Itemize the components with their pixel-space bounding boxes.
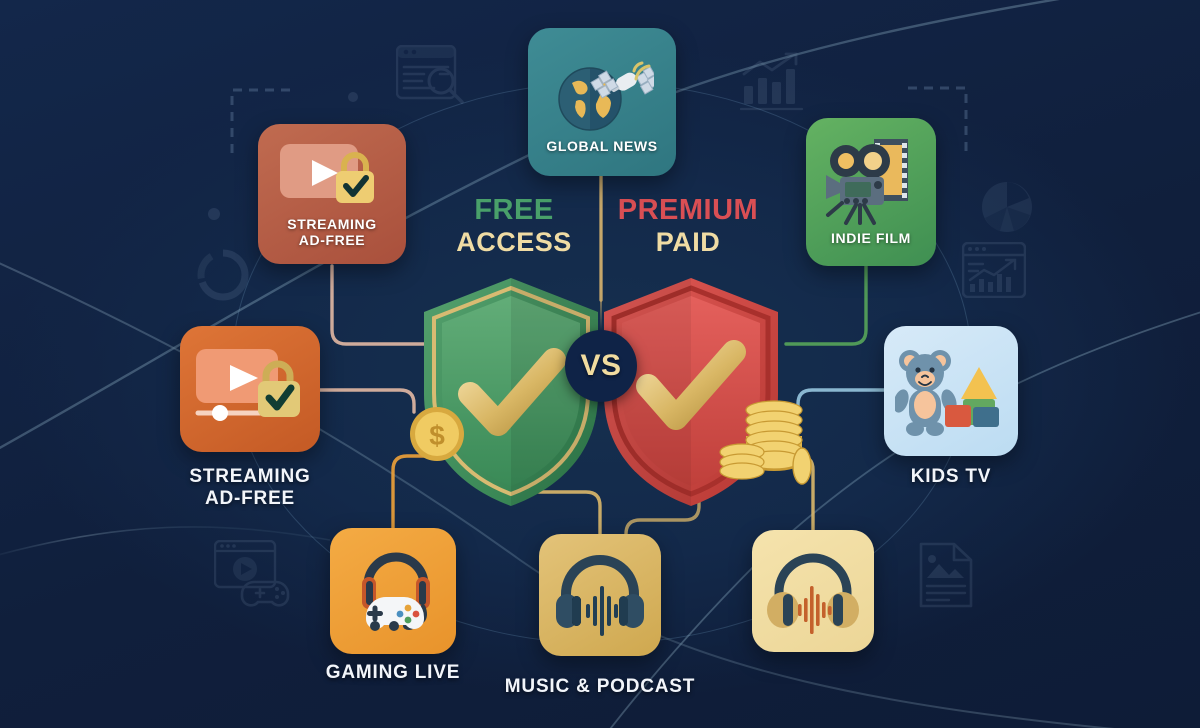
dot-small-icon <box>208 208 220 220</box>
free-title-line2: ACCESS <box>456 227 572 257</box>
card-streaming-ad-free-left[interactable] <box>180 326 320 452</box>
card-global-news[interactable]: GLOBAL NEWS <box>528 28 676 176</box>
card-label-kids-tv: KIDS TV <box>910 466 992 487</box>
free-access-shield[interactable] <box>420 276 602 508</box>
coin-stack-icon <box>718 390 814 491</box>
card-label-streaming-ad-free-top: STREAMING AD-FREE <box>287 215 377 248</box>
film-camera-icon <box>826 139 908 226</box>
video-play-progress-lock-icon <box>195 349 300 421</box>
card-label-line1: STREAMING <box>287 215 377 232</box>
vs-label: VS <box>580 349 622 382</box>
card-label-indie-film: INDIE FILM <box>831 230 911 247</box>
pie-chart-icon <box>978 178 1036 236</box>
svg-text:$: $ <box>429 420 445 451</box>
card-streaming-ad-free-top[interactable]: STREAMING AD-FREE <box>258 124 406 264</box>
headphones-waveform-icon <box>556 555 644 636</box>
free-title-line1: FREE <box>474 194 554 226</box>
center-divider <box>600 160 602 330</box>
bar-chart-growth-icon <box>740 52 806 112</box>
premium-title-line1: PREMIUM <box>617 194 759 226</box>
premium-title-line2: PAID <box>655 227 721 257</box>
card-indie-film[interactable]: INDIE FILM <box>806 118 936 266</box>
card-audio-extra[interactable] <box>752 530 874 652</box>
gamepad-headset-icon <box>362 552 430 631</box>
vs-badge: VS <box>565 330 637 402</box>
card-label-global-news: GLOBAL NEWS <box>546 138 658 155</box>
donut-chart-icon <box>196 248 250 302</box>
card-gaming-live[interactable] <box>330 528 456 654</box>
card-label-line1: STREAMING <box>189 466 311 487</box>
card-label-gaming-live: GAMING LIVE <box>325 662 461 683</box>
premium-paid-title: PREMIUM PAID <box>568 194 808 258</box>
video-play-lock-icon <box>280 143 374 203</box>
card-music-podcast[interactable] <box>539 534 661 656</box>
card-kids-tv[interactable] <box>884 326 1018 456</box>
teddy-bear-blocks-icon <box>895 350 999 436</box>
video-gamepad-icon <box>214 540 302 608</box>
card-label-line2: AD-FREE <box>204 488 296 510</box>
free-access-title: FREE ACCESS <box>394 194 634 258</box>
card-label-music-podcast: MUSIC & PODCAST <box>504 676 696 697</box>
card-label-streaming-ad-free-left: STREAMING AD-FREE <box>135 466 365 511</box>
document-image-icon <box>918 542 974 608</box>
dollar-coin-icon: $ <box>408 405 466 468</box>
headphones-waveform-orange-icon <box>767 553 859 634</box>
analytics-window-icon <box>962 242 1026 298</box>
globe-satellite-icon <box>558 61 654 131</box>
dot-small-icon-2 <box>348 92 358 102</box>
card-label-line2: AD-FREE <box>298 231 366 248</box>
browser-search-icon <box>396 45 470 105</box>
